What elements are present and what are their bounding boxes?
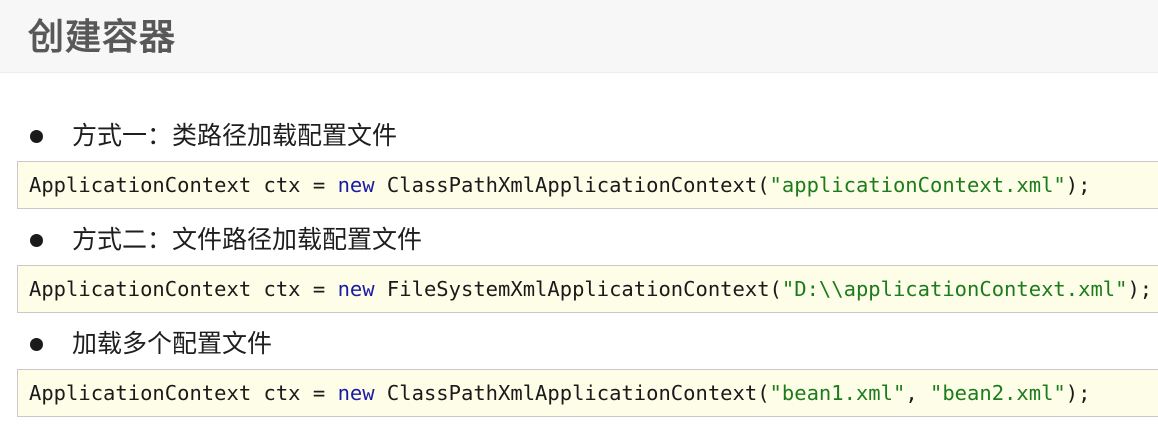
code-line: ApplicationContext ctx = new ClassPathXm… — [29, 170, 1090, 200]
code-call-close: ); — [1127, 277, 1153, 301]
bullet-text: 方式二：文件路径加载配置文件 — [72, 225, 423, 254]
code-keyword: new — [337, 173, 375, 197]
code-line: ApplicationContext ctx = new ClassPathXm… — [29, 378, 1090, 408]
title-bar: 创建容器 — [0, 0, 1158, 73]
code-prefix: ApplicationContext ctx = — [29, 173, 338, 197]
code-string-arg: "D:\\applicationContext.xml" — [781, 277, 1128, 301]
code-string-arg: "applicationContext.xml" — [769, 173, 1066, 197]
bullet-text: 方式一：类路径加载配置文件 — [72, 121, 398, 150]
bullet-dot-icon — [30, 130, 43, 143]
bullet-dot-icon — [30, 338, 43, 351]
code-keyword: new — [337, 381, 375, 405]
code-call-open: ClassPathXmlApplicationContext( — [374, 173, 770, 197]
code-line: ApplicationContext ctx = new FileSystemX… — [29, 274, 1152, 304]
code-block-multiple[interactable]: ApplicationContext ctx = new ClassPathXm… — [17, 369, 1158, 417]
bullet-text: 加载多个配置文件 — [72, 329, 273, 358]
code-block-classpath[interactable]: ApplicationContext ctx = new ClassPathXm… — [17, 161, 1158, 209]
bullet-item-multiple: 加载多个配置文件 — [0, 326, 1158, 362]
code-prefix: ApplicationContext ctx = — [29, 381, 338, 405]
code-block-filesystem[interactable]: ApplicationContext ctx = new FileSystemX… — [17, 265, 1158, 313]
code-keyword: new — [337, 277, 375, 301]
page-title: 创建容器 — [28, 17, 177, 58]
code-string-arg-2: "bean2.xml" — [930, 381, 1066, 405]
code-call-open: FileSystemXmlApplicationContext( — [374, 277, 782, 301]
code-separator: , — [905, 381, 930, 405]
bullet-dot-icon — [30, 234, 43, 247]
code-string-arg: "bean1.xml" — [769, 381, 906, 405]
code-call-open: ClassPathXmlApplicationContext( — [374, 381, 770, 405]
code-call-close: ); — [1065, 381, 1091, 405]
code-prefix: ApplicationContext ctx = — [29, 277, 338, 301]
code-call-close: ); — [1065, 173, 1091, 197]
bullet-item-filesystem: 方式二：文件路径加载配置文件 — [0, 222, 1158, 258]
bullet-item-classpath: 方式一：类路径加载配置文件 — [0, 118, 1158, 154]
